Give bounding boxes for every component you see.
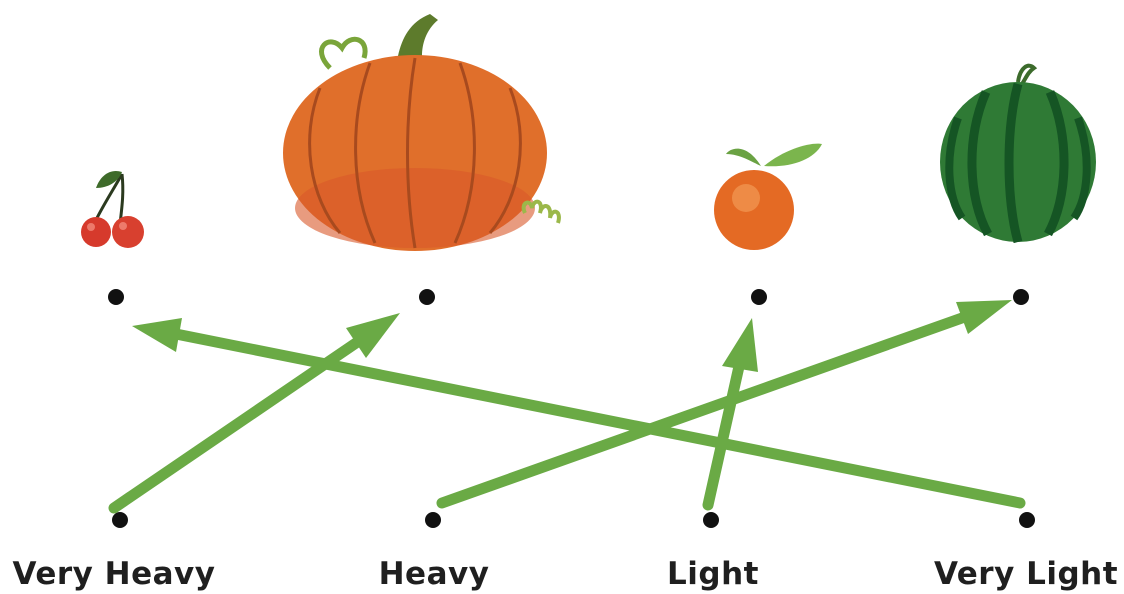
orange-dot[interactable] <box>751 289 767 305</box>
arrow-light-to-orange <box>702 318 758 511</box>
very-heavy-dot[interactable] <box>112 512 128 528</box>
very-light-dot[interactable] <box>1019 512 1035 528</box>
heavy-dot[interactable] <box>425 512 441 528</box>
label-very-light: Very Light <box>933 556 1119 592</box>
label-very-heavy: Very Heavy <box>12 556 216 592</box>
arrow-very-heavy-to-pumpkin <box>108 313 400 514</box>
cherries-icon <box>81 170 144 248</box>
arrow-very-light-to-cherries <box>132 318 1026 509</box>
cherries-dot[interactable] <box>108 289 124 305</box>
label-heavy: Heavy <box>378 556 490 592</box>
arrow-heavy-to-watermelon <box>436 300 1012 509</box>
orange-icon <box>714 143 822 250</box>
watermelon-dot[interactable] <box>1013 289 1029 305</box>
pumpkin-icon <box>283 14 561 251</box>
pumpkin-dot[interactable] <box>419 289 435 305</box>
watermelon-icon <box>940 63 1096 243</box>
label-light: Light <box>667 556 759 592</box>
light-dot[interactable] <box>703 512 719 528</box>
